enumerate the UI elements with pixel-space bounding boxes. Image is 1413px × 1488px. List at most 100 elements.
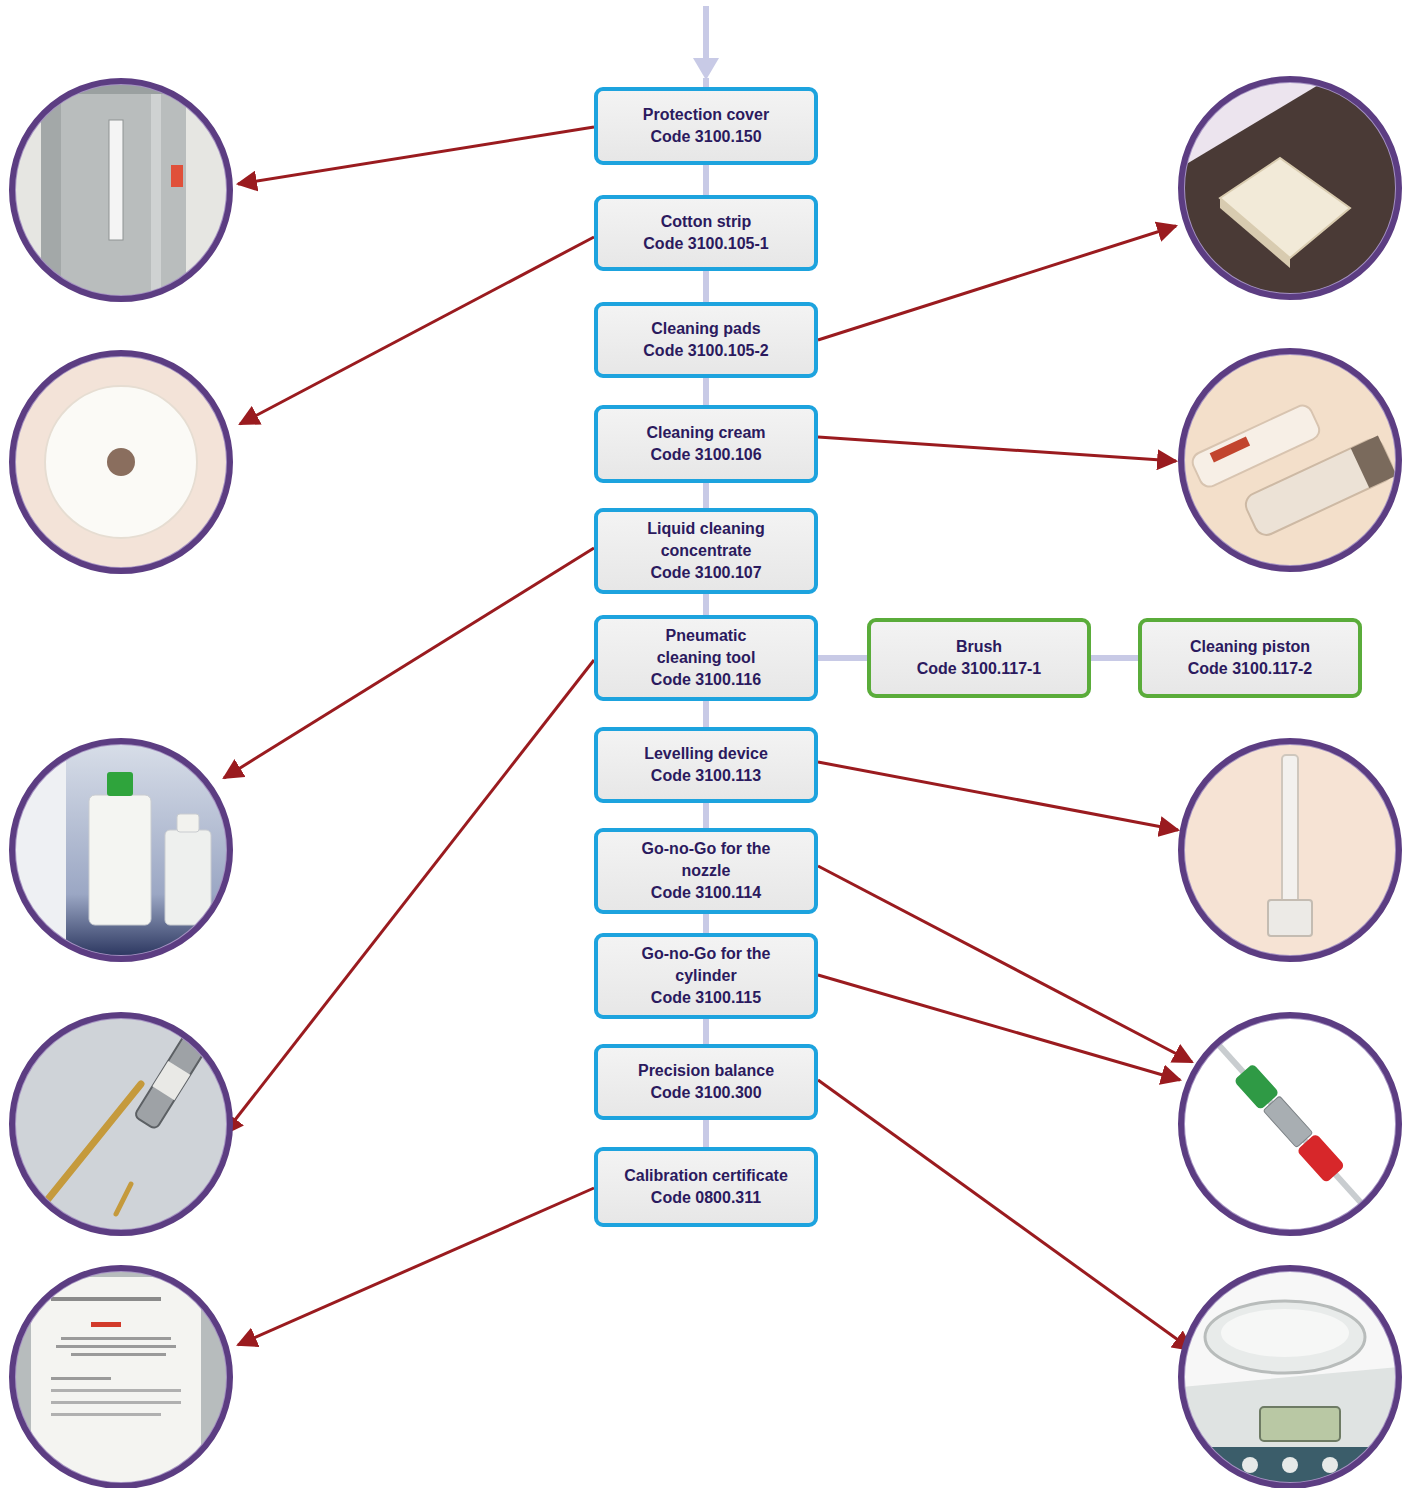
item-code: Code 3100.105-1 [643, 233, 768, 255]
bottle-cap [107, 772, 133, 796]
levelling-foot [1268, 900, 1312, 936]
photo-ring [1184, 82, 1396, 294]
bottle [165, 830, 211, 925]
item-name: Pneumatic cleaning tool [641, 625, 771, 669]
photo-ring [15, 1271, 227, 1483]
photo-cotton-strip [11, 352, 231, 572]
keypad-panel [1190, 1447, 1390, 1487]
photo-ring [1184, 1271, 1396, 1483]
connector-line [818, 655, 867, 661]
item-code: Code 3100.113 [651, 765, 761, 787]
text-line [51, 1389, 181, 1392]
photo-ground [1180, 1267, 1400, 1487]
connector-line [703, 1120, 709, 1147]
photo-frame [12, 81, 230, 299]
photo-ground [11, 1014, 231, 1234]
photo-ring [1184, 354, 1396, 566]
pad-side [1220, 198, 1290, 268]
text-line [56, 1345, 176, 1348]
item-code: Code 3100.300 [650, 1082, 761, 1104]
connector-line [703, 271, 709, 302]
item-code: Code 3100.117-2 [1188, 658, 1313, 680]
photo-protection-cover [11, 70, 231, 310]
item-name: Cleaning cream [646, 422, 765, 444]
connector-line [703, 701, 709, 727]
leader-arrow [240, 237, 594, 424]
photo-ground [1180, 350, 1400, 570]
item-name: Cotton strip [661, 211, 752, 233]
accessory-box: Precision balanceCode 3100.300 [594, 1044, 818, 1120]
accessory-box: Cleaning padsCode 3100.105-2 [594, 302, 818, 378]
leader-arrow [238, 127, 594, 184]
photo-ground [1180, 78, 1400, 298]
photo-frame [1181, 741, 1399, 959]
connector-line [703, 914, 709, 933]
photo-frame [1181, 1015, 1399, 1233]
item-code: Code 3100.150 [650, 126, 761, 148]
item-name: Cleaning pads [651, 318, 760, 340]
item-name: Brush [956, 636, 1002, 658]
tool-grip [152, 1061, 190, 1100]
balance-key [1322, 1457, 1338, 1473]
gauge-pin [1201, 1025, 1379, 1222]
accessory-box: Calibration certificateCode 0800.311 [594, 1147, 818, 1227]
item-code: Code 3100.107 [650, 562, 761, 584]
photo-liquid-concentrate [11, 740, 231, 960]
item-name: Go-no-Go for the cylinder [631, 943, 781, 987]
tool-nozzle [116, 1184, 131, 1214]
accessory-box: Cotton stripCode 3100.105-1 [594, 195, 818, 271]
connector-line [703, 803, 709, 828]
text-line [61, 1337, 171, 1340]
connector-line [703, 378, 709, 405]
tube-cap [1351, 436, 1397, 489]
bottle [11, 760, 66, 960]
connector-line [703, 165, 709, 195]
accessory-box: Liquid cleaning concentrateCode 3100.107 [594, 508, 818, 594]
photo-ring [15, 1018, 227, 1230]
cover-window [109, 120, 123, 240]
pan-top [1221, 1309, 1349, 1357]
leader-arrow [818, 866, 1192, 1062]
photo-cleaning-cream [1180, 350, 1400, 570]
pad [1220, 158, 1350, 258]
photo-levelling-device [1180, 740, 1400, 960]
leader-arrow [224, 548, 594, 778]
roll-core [107, 448, 135, 476]
cotton-roll [45, 386, 197, 538]
leader-arrow [818, 975, 1180, 1080]
cover-label [171, 165, 183, 187]
item-code: Code 3100.116 [651, 669, 761, 691]
item-name: Liquid cleaning concentrate [626, 518, 786, 562]
gauge-no-go [1296, 1133, 1345, 1183]
photo-ground [11, 352, 231, 572]
photo-ring [1184, 1018, 1396, 1230]
photo-cleaning-pads [1180, 78, 1400, 298]
cover-highlight [151, 70, 161, 310]
tube-print [1210, 436, 1250, 462]
connector-line [703, 1019, 709, 1044]
text-line [51, 1401, 181, 1404]
accessory-box: Pneumatic cleaning toolCode 3100.116 [594, 615, 818, 701]
photo-ground [1180, 740, 1400, 960]
accessory-box: Levelling deviceCode 3100.113 [594, 727, 818, 803]
cover-body [41, 70, 186, 310]
cream-tube [1242, 436, 1397, 539]
accessory-box: Cleaning creamCode 3100.106 [594, 405, 818, 483]
item-name: Go-no-Go for the nozzle [636, 838, 776, 882]
item-code: Code 3100.115 [651, 987, 761, 1009]
photo-frame [12, 741, 230, 959]
photo-go-no-go [1180, 1014, 1400, 1234]
bottle [89, 795, 151, 925]
balance-key [1242, 1457, 1258, 1473]
photo-frame [12, 1015, 230, 1233]
leader-arrow [818, 226, 1176, 340]
photo-frame [12, 1268, 230, 1486]
item-name: Protection cover [643, 104, 769, 126]
trunk-line [703, 6, 709, 64]
item-code: Code 0800.311 [651, 1187, 761, 1209]
balance-body [1180, 1367, 1400, 1487]
connector-line [703, 483, 709, 508]
item-code: Code 3100.105-2 [643, 340, 768, 362]
accessory-box: Protection coverCode 3100.150 [594, 87, 818, 165]
